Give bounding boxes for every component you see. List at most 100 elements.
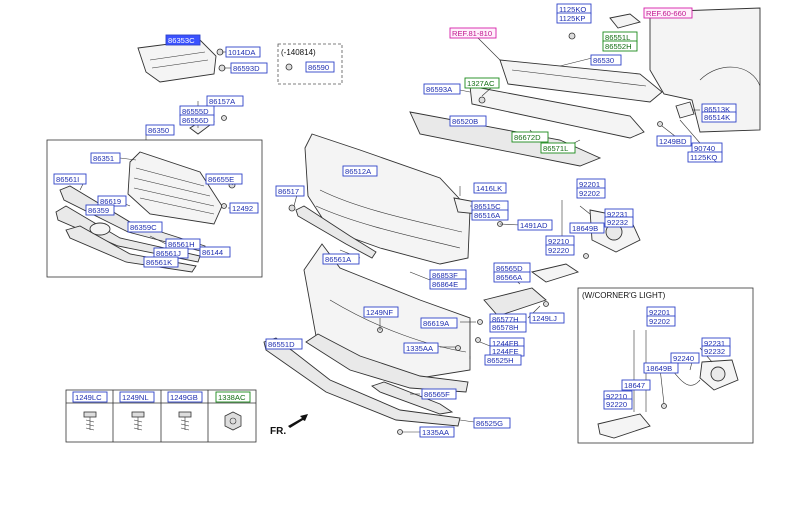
label-92202-a[interactable]: 92202 <box>576 187 606 199</box>
label-92220-b[interactable]: 92220 <box>603 398 633 410</box>
label-86551L[interactable]: 86551L <box>602 31 638 43</box>
label-86517[interactable]: 86517 <box>275 185 305 197</box>
label-92232-b[interactable]: 92232 <box>701 345 731 357</box>
label-12492[interactable]: 12492 <box>229 202 259 214</box>
label-86672D[interactable]: 86672D <box>511 131 549 143</box>
label-86157A[interactable]: 86157A <box>206 95 244 107</box>
svg-text:92210: 92210 <box>548 237 569 246</box>
label-92240[interactable]: 92240 <box>670 352 700 364</box>
label-1125KP[interactable]: 1125KP <box>556 12 592 24</box>
label-86565F[interactable]: 86565F <box>421 388 457 400</box>
label-86530[interactable]: 86530 <box>590 54 622 66</box>
hardware-header-1338AC[interactable]: 1338AC <box>215 391 251 403</box>
label-86864E[interactable]: 86864E <box>429 278 467 290</box>
label-86514K[interactable]: 86514K <box>701 111 737 123</box>
label-1244FE[interactable]: 1244FE <box>489 345 525 357</box>
svg-text:1327AC: 1327AC <box>467 79 495 88</box>
svg-text:1249GB: 1249GB <box>170 393 198 402</box>
label-86551D[interactable]: 86551D <box>265 338 303 350</box>
label-86525G[interactable]: 86525G <box>473 417 511 429</box>
reference-60-660[interactable]: REF.60-660 <box>643 7 693 19</box>
label-18649B-a[interactable]: 18649B <box>569 222 605 234</box>
svg-text:86561I: 86561I <box>56 175 79 184</box>
screw-icon <box>583 253 589 259</box>
label-1327AC[interactable]: 1327AC <box>464 77 500 89</box>
label-86525H[interactable]: 86525H <box>484 354 522 366</box>
cornering-lamp-bezel <box>597 413 651 439</box>
svg-text:86555D: 86555D <box>182 107 209 116</box>
label-86512A[interactable]: 86512A <box>342 165 378 177</box>
cornering-light-frame <box>577 287 754 444</box>
label-86359[interactable]: 86359 <box>85 204 115 216</box>
label-86144[interactable]: 86144 <box>199 246 231 258</box>
label-92201-a[interactable]: 92201 <box>576 178 606 190</box>
svg-text:86565D: 86565D <box>496 264 523 273</box>
label-86561K[interactable]: 86561K <box>143 256 179 268</box>
label-92232-a[interactable]: 92232 <box>604 216 634 228</box>
svg-text:86577H: 86577H <box>492 315 519 324</box>
label-1335AA-b[interactable]: 1335AA <box>419 426 455 438</box>
label-86578H[interactable]: 86578H <box>489 321 527 333</box>
label-1249BD[interactable]: 1249BD <box>656 135 692 147</box>
reference-81-810[interactable]: REF.81-810 <box>449 27 497 39</box>
label-86593D[interactable]: 86593D <box>230 62 268 74</box>
label-18647[interactable]: 18647 <box>621 379 651 391</box>
label-92220-a[interactable]: 92220 <box>545 244 575 256</box>
label-90740[interactable]: 90740 <box>691 142 723 154</box>
label-1249NF[interactable]: 1249NF <box>363 306 399 318</box>
svg-text:86561H: 86561H <box>168 240 195 249</box>
label-86655E[interactable]: 86655E <box>205 173 243 185</box>
label-92210-a[interactable]: 92210 <box>545 235 575 247</box>
label-86555D[interactable]: 86555D <box>179 105 215 117</box>
label-1335AA-a[interactable]: 1335AA <box>403 342 439 354</box>
hardware-header-1249LC[interactable]: 1249LC <box>72 391 108 403</box>
label-1491AD[interactable]: 1491AD <box>517 219 553 231</box>
screw-icon <box>657 121 663 127</box>
clip-icon <box>477 319 483 325</box>
label-86561H[interactable]: 86561H <box>165 238 201 250</box>
label-86359C[interactable]: 86359C <box>127 221 163 233</box>
label-86561A[interactable]: 86561A <box>322 253 360 265</box>
label-1416LK[interactable]: 1416LK <box>473 182 507 194</box>
label-1014DA[interactable]: 1014DA <box>225 46 261 58</box>
label-86515C[interactable]: 86515C <box>471 200 509 212</box>
label-86619[interactable]: 86619 <box>97 195 127 207</box>
screw-icon <box>543 301 549 307</box>
label-86593A[interactable]: 86593A <box>423 83 461 95</box>
screw-icon <box>455 345 461 351</box>
label-86565D[interactable]: 86565D <box>493 262 531 274</box>
screw-icon <box>397 429 403 435</box>
svg-text:86566A: 86566A <box>496 273 523 282</box>
svg-text:86551D: 86551D <box>268 340 295 349</box>
label-86566A[interactable]: 86566A <box>493 271 531 283</box>
svg-text:86351: 86351 <box>93 154 114 163</box>
label-1249LJ[interactable]: 1249LJ <box>529 312 565 324</box>
label-86571L[interactable]: 86571L <box>540 142 576 154</box>
label-86516A[interactable]: 86516A <box>471 209 509 221</box>
screw-icon <box>661 403 667 409</box>
label-86853F[interactable]: 86853F <box>429 269 467 281</box>
lower-grille-strip <box>295 205 377 259</box>
label-86561I[interactable]: 86561I <box>53 173 87 185</box>
label-86590[interactable]: 86590 <box>305 61 335 73</box>
svg-text:1249LC: 1249LC <box>75 393 102 402</box>
label-18649B-b[interactable]: 18649B <box>643 362 679 374</box>
label-86520B[interactable]: 86520B <box>449 115 487 127</box>
svg-text:18649B: 18649B <box>646 364 672 373</box>
label-86619A[interactable]: 86619A <box>420 317 458 329</box>
label-92201-b[interactable]: 92201 <box>646 306 676 318</box>
label-86350[interactable]: 86350 <box>145 124 175 136</box>
label-1125KO[interactable]: 1125KO <box>556 3 592 15</box>
label-1125KQ[interactable]: 1125KQ <box>687 151 723 163</box>
label-92202-b[interactable]: 92202 <box>646 315 676 327</box>
label-86351[interactable]: 86351 <box>90 152 121 164</box>
hardware-header-1249GB[interactable]: 1249GB <box>167 391 203 403</box>
svg-text:86144: 86144 <box>202 248 223 257</box>
label-86561J[interactable]: 86561J <box>153 247 189 259</box>
label-86552H[interactable]: 86552H <box>602 40 638 52</box>
svg-text:1338AC: 1338AC <box>218 393 246 402</box>
small-bracket <box>609 13 641 29</box>
label-86353C[interactable]: 86353C <box>165 34 201 46</box>
label-86556D[interactable]: 86556D <box>179 114 215 126</box>
hardware-header-1249NL[interactable]: 1249NL <box>119 391 155 403</box>
